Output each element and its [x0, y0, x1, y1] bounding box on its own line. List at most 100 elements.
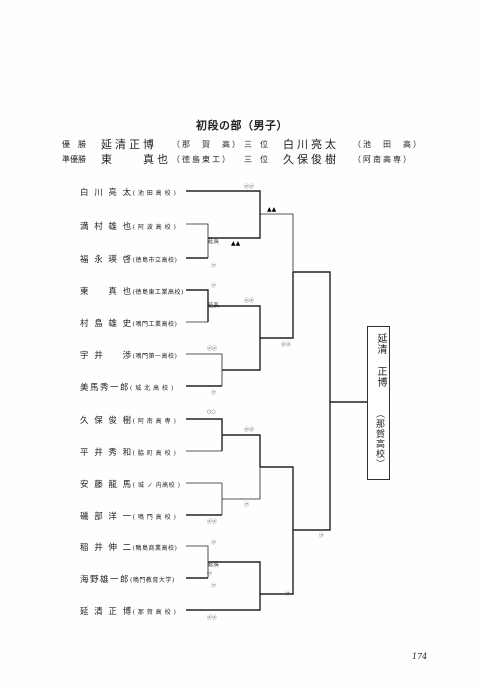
runnerup-label: 準優勝 [62, 155, 86, 164]
player-entry: 延 清 正 博( 那 賀 高 校 ) [80, 605, 176, 617]
score-mark: ㋐ [207, 571, 213, 577]
score-mark: ㋱㋱ [207, 346, 218, 352]
player-entry: 久 保 俊 樹( 阿 南 高 専 ) [80, 414, 176, 426]
score-mark: ㋱㋱ [244, 298, 255, 304]
player-entry: 美馬秀一郎( 城 北 高 校 ) [80, 381, 174, 393]
bracket-line [260, 530, 294, 595]
bracket-line [186, 545, 209, 578]
bracket-line [208, 305, 261, 338]
bracket-line [293, 271, 331, 402]
score-mark: ㋐ [285, 591, 291, 597]
player-name: 東 真 也 [80, 287, 133, 297]
score-mark: ㋱㋱ [207, 615, 218, 621]
player-entry: 満 村 雄 也( 阿 波 高 校 ) [80, 220, 176, 232]
player-school: ( 鳴 門 高 校 ) [132, 514, 177, 521]
player-name: 久 保 俊 樹 [80, 416, 133, 426]
champion-box: 延清 正博 （那賀高校） [367, 326, 390, 480]
player-name: 平 井 秀 和 [80, 448, 133, 458]
player-entry: 稲 井 伸 二(鴨島商業高校) [80, 541, 177, 553]
player-school: (徳島東工業高校) [132, 289, 184, 296]
bracket-line [260, 272, 294, 339]
bracket-line [222, 338, 261, 371]
bracket-line [222, 434, 261, 467]
runnerup-name: 東 真也 [101, 153, 171, 166]
third2-school: （阿南高専） [353, 155, 413, 164]
bracket-line [186, 594, 261, 611]
player-entry: 磯 部 洋 一( 鳴 門 高 校 ) [80, 510, 176, 522]
player-name: 安 藤 龍 馬 [80, 480, 133, 490]
score-mark: ㋐ [211, 283, 217, 289]
champion-name: 延清 正博 [375, 333, 386, 388]
extension-note: 延長 [208, 562, 220, 568]
third2-name: 久保俊樹 [283, 153, 339, 166]
player-name: 稲 井 伸 二 [80, 543, 133, 553]
score-mark: ㋐ [211, 540, 217, 546]
player-school: ( 池 田 高 校 ) [132, 190, 177, 197]
player-name: 宇 井 渉 [80, 351, 133, 361]
score-mark: ㋱㋱ [281, 342, 292, 348]
bracket-line [186, 353, 223, 386]
player-school: (鳴門教育大学) [130, 577, 175, 584]
player-school: ( 城 北 高 校 ) [130, 385, 174, 392]
player-entry: 平 井 秀 和( 脇 町 高 校 ) [80, 446, 176, 458]
player-school: ( 阿 波 高 校 ) [132, 224, 177, 231]
bracket-line [260, 213, 294, 272]
bracket-line [260, 466, 294, 530]
score-mark: ○○ [207, 409, 216, 415]
player-name: 延 清 正 博 [80, 607, 133, 617]
player-name: 磯 部 洋 一 [80, 512, 133, 522]
player-name: 満 村 雄 也 [80, 222, 133, 232]
player-school: (徳島市立高校) [132, 257, 178, 264]
player-name: 美馬秀一郎 [80, 383, 131, 393]
page-number: 174 [412, 652, 428, 661]
player-entry: 海野雄一郎(鳴門教育大学) [80, 573, 175, 585]
player-school: ( 城 ノ 内高校 ) [132, 482, 181, 489]
player-school: ( 那 賀 高 校 ) [132, 609, 177, 616]
winner-label: 優 勝 [62, 140, 86, 149]
player-entry: 東 真 也(徳島東工業高校) [80, 285, 184, 297]
score-mark: ㋐ [211, 583, 217, 589]
bracket-line [293, 402, 331, 531]
foul-marks: ▲▲ [231, 240, 241, 247]
bracket-line [186, 418, 223, 451]
bracket-line [186, 289, 209, 322]
player-entry: 白 川 亮 太( 池 田 高 校 ) [80, 186, 176, 198]
extension-note: 延長 [208, 239, 220, 245]
player-entry: 安 藤 龍 馬( 城 ノ 内高校 ) [80, 478, 180, 490]
bracket-line [208, 561, 261, 594]
winner-name: 延清正博 [101, 138, 157, 151]
player-school: ( 脇 町 高 校 ) [132, 450, 177, 457]
score-mark: ㋱㋱ [244, 427, 255, 433]
player-entry: 宇 井 渉(鳴門第一高校) [80, 349, 177, 361]
player-entry: 福 永 瑛 啓(徳島市立高校) [80, 253, 177, 265]
player-name: 福 永 瑛 啓 [80, 255, 133, 265]
player-school: (鳴門第一高校) [132, 353, 178, 360]
player-entry: 村 島 雄 史(鳴門工業高校) [80, 317, 177, 329]
score-mark: ㋐ [211, 390, 217, 396]
third1-school: （池 田 高） [353, 140, 423, 149]
score-mark: ㋐ [319, 533, 325, 539]
third2-label: 三 位 [244, 155, 268, 164]
score-mark: ㋱㋱ [207, 519, 218, 525]
foul-marks: ▲▲ [267, 206, 277, 213]
player-name: 村 島 雄 史 [80, 319, 133, 329]
winner-school: （那 賀 高） [172, 140, 242, 149]
extension-note: 延長 [208, 303, 220, 309]
third1-name: 白川亮太 [283, 138, 339, 151]
score-mark: ㋱㋱ [244, 184, 255, 190]
bracket-line [186, 223, 209, 258]
bracket-line [208, 214, 261, 239]
bracket-line [186, 482, 223, 515]
bracket-line [186, 190, 261, 214]
player-school: (鴨島商業高校) [132, 545, 178, 552]
score-mark: ㋐ [211, 263, 217, 269]
player-school: ( 阿 南 高 専 ) [132, 418, 177, 425]
player-name: 白 川 亮 太 [80, 188, 133, 198]
bracket-line [222, 467, 261, 500]
score-mark: ㋐ [244, 502, 250, 508]
champion-school: （那賀高校） [374, 409, 384, 469]
player-school: (鳴門工業高校) [132, 321, 178, 328]
third1-label: 三 位 [244, 140, 268, 149]
runnerup-school: （徳島東工） [172, 155, 232, 164]
